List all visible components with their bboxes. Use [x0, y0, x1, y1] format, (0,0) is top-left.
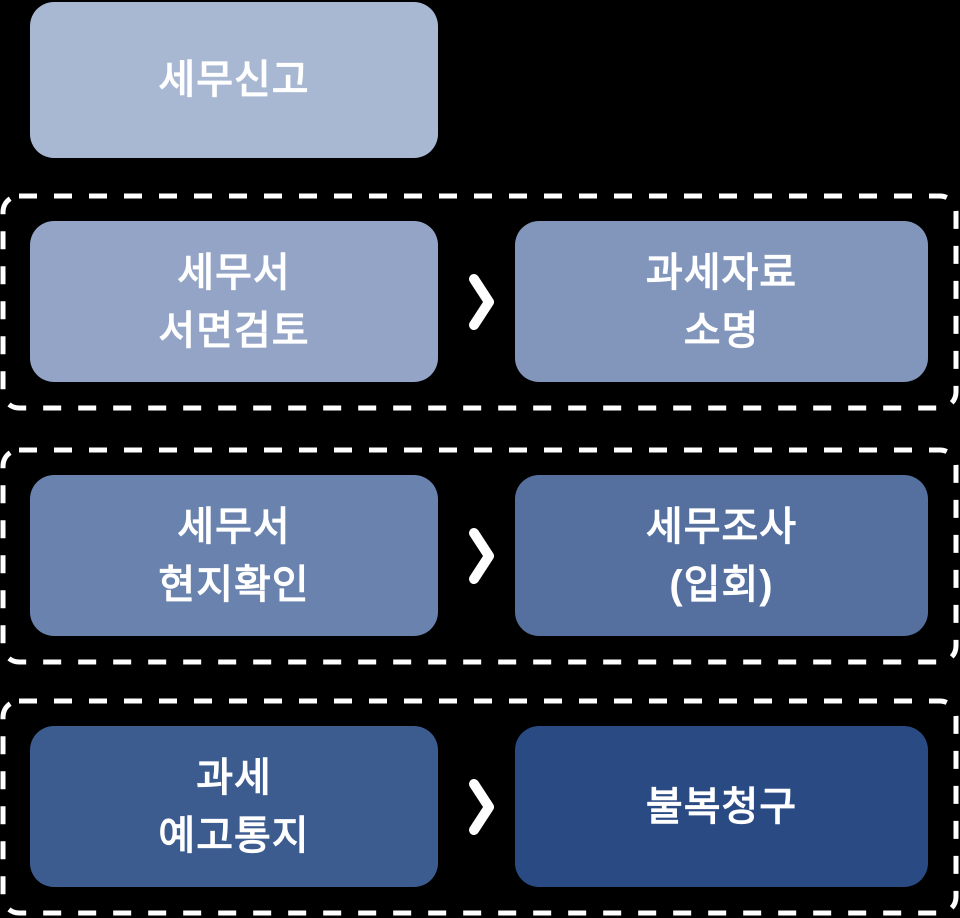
- section-dashed-border: [0, 698, 959, 916]
- stage-label: 과세 예고통지: [158, 755, 310, 858]
- stage-box-tax-office-written-review: 세무서 서면검토: [30, 221, 438, 382]
- stage-box-appeal-claim: 불복청구: [515, 726, 928, 887]
- stage-box-taxation-advance-notice: 과세 예고통지: [30, 726, 438, 887]
- dashed-border-rect: [0, 447, 959, 665]
- stage-label: 세무조사 (입회): [645, 504, 798, 607]
- chevron-stroke: [469, 274, 494, 330]
- section-assessment-notice: 과세 예고통지 불복청구: [0, 698, 960, 916]
- stage-label: 세무서 서면검토: [158, 250, 310, 353]
- stage-label: 세무서 현지확인: [158, 504, 310, 607]
- chevron-stroke: [469, 779, 494, 835]
- chevron-right-icon: [469, 274, 494, 330]
- section-dashed-border: [0, 447, 959, 665]
- stage-box-tax-filing: 세무신고: [30, 2, 438, 158]
- section-written-review: 세무서 서면검토 과세자료 소명: [0, 193, 960, 411]
- stage-label: 세무신고: [158, 58, 310, 102]
- stage-box-taxation-data-explanation: 과세자료 소명: [515, 221, 928, 382]
- chevron-right-icon: [469, 528, 494, 584]
- section-field-verification: 세무서 현지확인 세무조사 (입회): [0, 447, 960, 665]
- stage-box-tax-investigation: 세무조사 (입회): [515, 475, 928, 636]
- chevron-stroke: [469, 528, 494, 584]
- chevron-right-icon: [469, 779, 494, 835]
- dashed-border-rect: [0, 193, 959, 411]
- dashed-border-rect: [0, 698, 959, 916]
- stage-box-tax-office-field-check: 세무서 현지확인: [30, 475, 438, 636]
- stage-label: 불복청구: [645, 784, 798, 829]
- section-dashed-border: [0, 193, 959, 411]
- stage-label: 과세자료 소명: [645, 250, 798, 353]
